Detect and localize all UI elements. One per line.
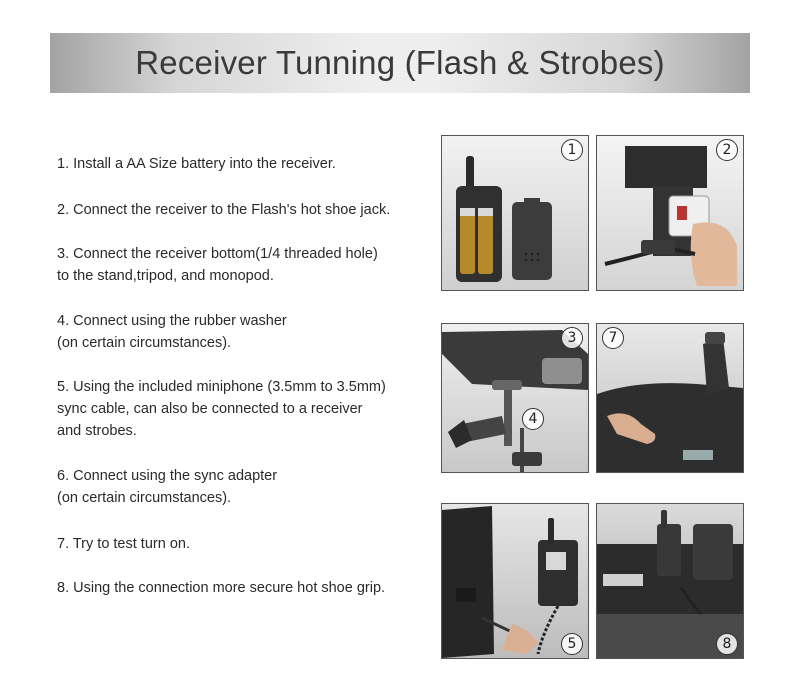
step-1: 1. Install a AA Size battery into the re… bbox=[57, 153, 336, 175]
step-4-line-1: 4. Connect using the rubber washer bbox=[57, 313, 287, 329]
step-5-line-1: 5. Using the included miniphone (3.5mm t… bbox=[57, 379, 386, 395]
photo-step-3-4: 3 4 bbox=[441, 323, 589, 473]
photo-step-2: 2 bbox=[596, 135, 744, 291]
step-1-line-1: 1. Install a AA Size battery into the re… bbox=[57, 156, 336, 172]
step-6: 6. Connect using the sync adapter (on ce… bbox=[57, 465, 277, 509]
step-5-line-3: and strobes. bbox=[57, 423, 137, 439]
step-2: 2. Connect the receiver to the Flash's h… bbox=[57, 199, 390, 221]
flash-hotshoe-illustration bbox=[597, 136, 743, 290]
sync-cable-illustration bbox=[442, 504, 588, 658]
step-5-line-2: sync cable, can also be connected to a r… bbox=[57, 401, 363, 417]
step-8: 8. Using the connection more secure hot … bbox=[57, 577, 385, 599]
camera-switch-illustration bbox=[597, 324, 743, 472]
step-badge-icon: 2 bbox=[716, 139, 738, 161]
step-badge-icon: 8 bbox=[716, 633, 738, 655]
step-badge-icon: 7 bbox=[602, 327, 624, 349]
photo-step-7: 7 bbox=[596, 323, 744, 473]
page-title: Receiver Tunning (Flash & Strobes) bbox=[135, 44, 665, 81]
step-2-line-1: 2. Connect the receiver to the Flash's h… bbox=[57, 202, 391, 218]
step-3-line-2: to the stand,tripod, and monopod. bbox=[57, 268, 274, 284]
step-8-line-1: 8. Using the connection more secure hot … bbox=[57, 580, 386, 596]
step-6-line-1: 6. Connect using the sync adapter bbox=[57, 468, 278, 484]
step-4-line-2: (on certain circumstances). bbox=[57, 335, 232, 351]
step-badge-icon: 1 bbox=[561, 139, 583, 161]
strobe-adapter-illustration bbox=[597, 504, 743, 658]
title-banner: Receiver Tunning (Flash & Strobes) bbox=[50, 33, 750, 93]
step-4: 4. Connect using the rubber washer (on c… bbox=[57, 310, 287, 354]
photo-step-1: 1 bbox=[441, 135, 589, 291]
step-7: 7. Try to test turn on. bbox=[57, 533, 190, 555]
step-badge-icon: 3 bbox=[561, 327, 583, 349]
step-6-line-2: (on certain circumstances). bbox=[57, 490, 232, 506]
receiver-battery-illustration bbox=[442, 136, 588, 290]
step-3-line-1: 3. Connect the receiver bottom(1/4 threa… bbox=[57, 246, 378, 262]
step-7-line-1: 7. Try to test turn on. bbox=[57, 536, 190, 552]
receiver-stand-illustration bbox=[442, 324, 588, 472]
step-badge-icon: 5 bbox=[561, 633, 583, 655]
step-3: 3. Connect the receiver bottom(1/4 threa… bbox=[57, 243, 378, 287]
photo-step-8: 8 bbox=[596, 503, 744, 659]
step-5: 5. Using the included miniphone (3.5mm t… bbox=[57, 376, 386, 442]
photo-step-5: 5 bbox=[441, 503, 589, 659]
step-badge-icon: 4 bbox=[522, 408, 544, 430]
